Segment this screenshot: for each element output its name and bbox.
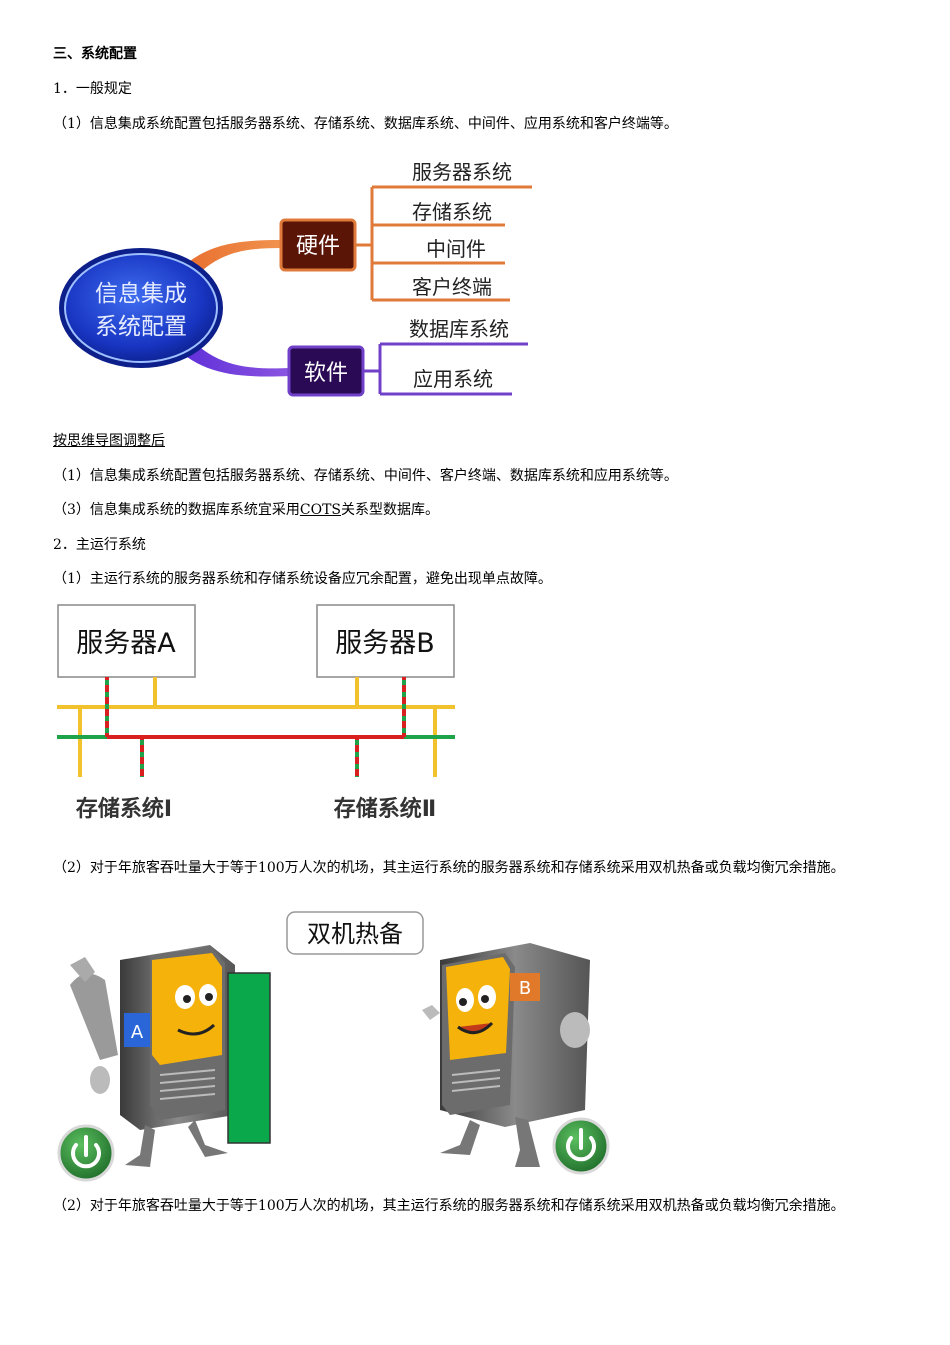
server-a-box — [57, 604, 196, 678]
hot-standby-illustration: 双机热备 A B — [57, 911, 610, 1182]
red-links — [105, 677, 406, 777]
adjusted-title: 按思维导图调整后 — [53, 433, 165, 449]
paragraph-4: （1）主运行系统的服务器系统和存储系统设备应冗余配置，避免出现单点故障。 — [53, 571, 552, 587]
hw-item-storage: 存储系统 — [412, 200, 492, 224]
center-label-2: 系统配置 — [95, 314, 187, 340]
svg-text:A: A — [131, 1022, 144, 1043]
server-a-label: 服务器A — [76, 628, 176, 659]
server-b-label: 服务器B — [335, 628, 435, 659]
power-icon-b — [552, 1117, 610, 1175]
paragraph-3-end: 关系型数据库。 — [341, 502, 440, 518]
hw-item-middleware: 中间件 — [426, 237, 486, 261]
server-b-box — [316, 604, 455, 678]
computer-a-icon: A — [70, 945, 235, 1167]
hardware-label: 硬件 — [296, 234, 340, 259]
storage-2-label: 存储系统Ⅱ — [334, 796, 437, 822]
software-label: 软件 — [304, 361, 348, 386]
hot-standby-label-box — [286, 911, 424, 955]
hw-item-server: 服务器系统 — [412, 160, 512, 184]
section-title: 三、系统配置 — [53, 46, 137, 62]
paragraph-3: （3）信息集成系统的数据库系统宜采用COTS关系型数据库。 — [53, 501, 439, 520]
mindmap-diagram: 信息集成 系统配置 硬件 服务器系统 存储系统 中间件 客户终端 软件 数据库系… — [59, 160, 532, 397]
hw-item-client: 客户终端 — [412, 275, 492, 299]
paragraph-2: （1）信息集成系统配置包括服务器系统、存储系统、中间件、客户终端、数据库系统和应… — [53, 468, 678, 484]
sw-item-database: 数据库系统 — [409, 317, 509, 341]
yellow-bus — [57, 677, 455, 777]
center-label-1: 信息集成 — [95, 281, 187, 307]
hot-standby-label: 双机热备 — [307, 920, 403, 948]
power-icon-a — [57, 1124, 115, 1182]
paragraph-5: （2）对于年旅客吞吐量大于等于100万人次的机场，其主运行系统的服务器系统和存储… — [53, 860, 845, 876]
computer-b-icon: B — [422, 943, 590, 1167]
cots-term: COTS — [299, 502, 342, 518]
paragraph-1: （1）信息集成系统配置包括服务器系统、存储系统、数据库系统、中间件、应用系统和客… — [53, 116, 678, 132]
paragraph-3-start: （3）信息集成系统的数据库系统宜采用 — [53, 502, 300, 518]
software-connector — [168, 325, 290, 377]
paragraph-6: （2）对于年旅客吞吐量大于等于100万人次的机场，其主运行系统的服务器系统和存储… — [53, 1198, 845, 1214]
svg-text:B: B — [519, 978, 531, 999]
subsection-general: 1．一般规定 — [53, 81, 132, 97]
badge-a — [124, 1013, 150, 1047]
redundancy-diagram: 服务器A 服务器B 存储系统Ⅰ 存储系统Ⅱ — [57, 604, 455, 822]
subsection-main-system: 2．主运行系统 — [53, 537, 146, 553]
sw-item-application: 应用系统 — [413, 367, 493, 391]
storage-1-label: 存储系统Ⅰ — [76, 796, 172, 822]
badge-b — [510, 973, 540, 1001]
standby-green-bar — [227, 972, 271, 1144]
